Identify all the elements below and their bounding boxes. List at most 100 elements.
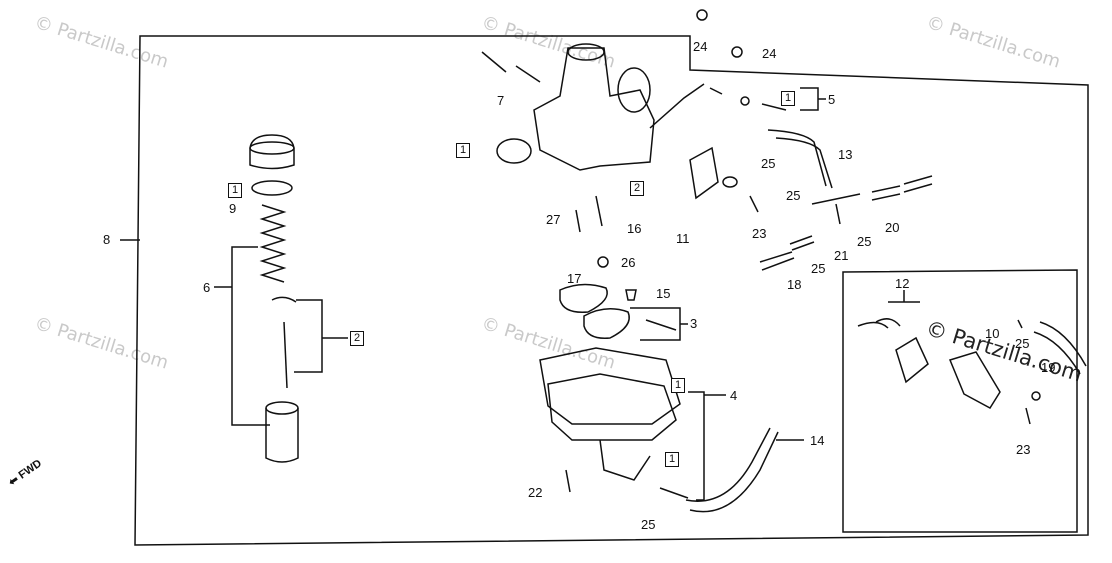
throttle-slide-top bbox=[265, 401, 299, 415]
lever-link bbox=[722, 176, 738, 188]
nut bbox=[731, 46, 743, 58]
float-chamber bbox=[547, 373, 677, 441]
tube-20 bbox=[871, 175, 933, 201]
leader-line bbox=[231, 246, 270, 426]
bolt bbox=[1025, 407, 1031, 425]
callout-25: 25 bbox=[857, 234, 872, 249]
callout-27: 27 bbox=[546, 212, 561, 227]
callout-23: 23 bbox=[752, 226, 767, 241]
callout-22: 22 bbox=[528, 485, 543, 500]
float-chamber-float bbox=[559, 283, 608, 313]
float-chamber-bowl bbox=[599, 439, 651, 481]
callout-14: 14 bbox=[810, 433, 825, 448]
callout-25: 25 bbox=[761, 156, 776, 171]
jet-needle bbox=[283, 321, 288, 389]
assembly-frame bbox=[134, 35, 1089, 546]
callout-19: 19 bbox=[1041, 360, 1056, 375]
leader-line bbox=[800, 87, 819, 111]
drain-tube bbox=[689, 431, 779, 513]
callout-9: 9 bbox=[229, 201, 237, 216]
needle-clip bbox=[271, 296, 297, 303]
tube bbox=[775, 137, 833, 189]
throttle-spring bbox=[259, 204, 287, 283]
choke-lever bbox=[689, 146, 719, 200]
carb-throat bbox=[567, 43, 605, 61]
callout-15: 15 bbox=[656, 286, 671, 301]
screw bbox=[709, 87, 723, 95]
choke-lever-bracket bbox=[895, 336, 929, 384]
boxed-ref-1: 1 bbox=[665, 452, 680, 467]
callout-16: 16 bbox=[627, 221, 642, 236]
float-valve bbox=[625, 289, 637, 301]
jet-holder bbox=[597, 256, 609, 268]
main-jet bbox=[595, 195, 603, 227]
boxed-ref-1: 1 bbox=[228, 183, 243, 198]
o-ring bbox=[496, 138, 532, 164]
callout-10: 10 bbox=[985, 326, 1000, 341]
screw-shaft bbox=[481, 51, 507, 73]
throttle-slide bbox=[265, 408, 299, 463]
carburetor-body bbox=[533, 47, 655, 171]
cap-washer bbox=[251, 180, 293, 196]
washer bbox=[740, 96, 750, 106]
carb-inlet bbox=[617, 67, 651, 113]
tube-19 bbox=[1033, 331, 1081, 375]
air-screw bbox=[761, 103, 787, 111]
drain-tube bbox=[685, 427, 771, 502]
tube-21-tee bbox=[835, 203, 841, 225]
callout-13: 13 bbox=[838, 147, 853, 162]
boxed-ref-2: 2 bbox=[350, 331, 365, 346]
callout-5: 5 bbox=[828, 92, 836, 107]
callout-24: 24 bbox=[762, 46, 777, 61]
boxed-ref-2: 2 bbox=[630, 181, 645, 196]
callout-11: 11 bbox=[676, 231, 690, 246]
inset-frame bbox=[842, 269, 1078, 533]
lever-spring bbox=[857, 321, 889, 329]
callout-25: 25 bbox=[811, 261, 826, 276]
top-cap-rim bbox=[249, 141, 295, 155]
callout-26: 26 bbox=[621, 255, 636, 270]
callout-18: 18 bbox=[787, 277, 802, 292]
tube-21 bbox=[811, 193, 861, 205]
leader-line bbox=[649, 83, 705, 129]
callout-25: 25 bbox=[1015, 336, 1030, 351]
tube bbox=[767, 129, 827, 187]
callout-21: 21 bbox=[834, 248, 849, 263]
tube-18 bbox=[759, 235, 815, 271]
callout-3: 3 bbox=[690, 316, 698, 331]
callout-8: 8 bbox=[103, 232, 111, 247]
callout-7: 7 bbox=[497, 93, 505, 108]
callout-17: 17 bbox=[567, 271, 582, 286]
bolt bbox=[749, 195, 759, 213]
nut bbox=[696, 9, 708, 21]
boxed-ref-1: 1 bbox=[671, 378, 686, 393]
callout-12: 12 bbox=[895, 276, 910, 291]
choke-plate-bracket bbox=[948, 351, 1001, 409]
float-pin bbox=[645, 319, 677, 331]
callout-25: 25 bbox=[641, 517, 656, 532]
tube-clip bbox=[1017, 319, 1023, 329]
boxed-ref-1: 1 bbox=[456, 143, 471, 158]
needle-jet bbox=[575, 209, 581, 233]
callout-25: 25 bbox=[786, 188, 801, 203]
callout-6: 6 bbox=[203, 280, 211, 295]
leader-line bbox=[294, 299, 323, 373]
leader-line bbox=[630, 307, 681, 341]
drain-screw bbox=[565, 469, 571, 493]
callout-4: 4 bbox=[730, 388, 738, 403]
leader-line bbox=[688, 391, 705, 501]
washer bbox=[1031, 391, 1041, 401]
callout-24: 24 bbox=[693, 39, 708, 54]
tube-19 bbox=[1039, 321, 1087, 367]
callout-23: 23 bbox=[1016, 442, 1031, 457]
lever-spring bbox=[875, 318, 901, 327]
drain-fitting bbox=[659, 487, 689, 499]
boxed-ref-1: 1 bbox=[781, 91, 796, 106]
top-cap-shape bbox=[249, 134, 295, 170]
callout-20: 20 bbox=[885, 220, 900, 235]
float-chamber-gasket bbox=[539, 347, 681, 425]
float-chamber-float bbox=[583, 308, 630, 339]
screw-shaft bbox=[515, 65, 541, 83]
